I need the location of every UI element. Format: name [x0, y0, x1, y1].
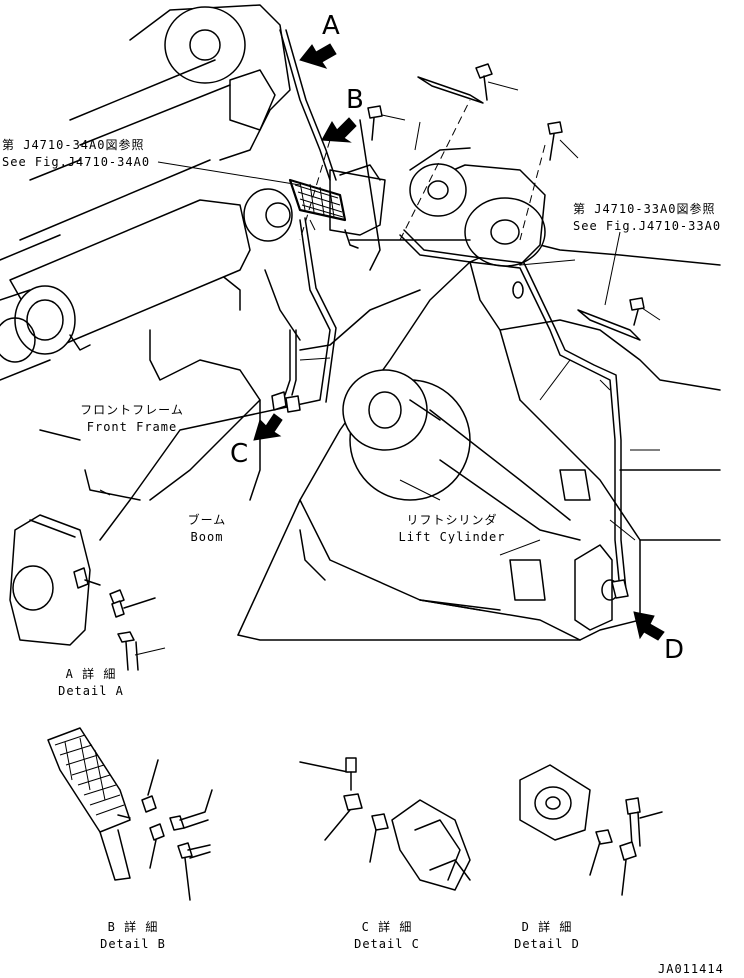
callout-a: A [322, 11, 340, 41]
callout-b: B [346, 85, 364, 115]
detail-b-title-jp: B 詳 細 [107, 920, 159, 934]
hydraulic-hose-routing [99, 29, 627, 591]
dashed-reference-lines [299, 99, 546, 241]
detail-d-title-en: Detail D [514, 937, 580, 951]
ref-fig-33a0-jp: 第 J4710-33A0図参照 [573, 202, 716, 216]
detail-a-title-jp: A 詳 細 [65, 667, 117, 681]
boom-pin-boss [409, 147, 546, 267]
front-frame-outline [0, 4, 421, 501]
ref-fig-34a0-en: See Fig.J4710-34A0 [2, 155, 151, 169]
hose-clamp-bracket [288, 164, 386, 249]
leader-lines [99, 81, 661, 556]
detail-a-title-en: Detail A [58, 684, 124, 698]
detail-c-drawing [299, 757, 471, 891]
arrow-b-icon [321, 117, 357, 143]
detail-b-title-en: Detail B [100, 937, 166, 951]
label-lift-cylinder-jp: リフトシリンダ [406, 513, 498, 527]
clamp-plate-top [417, 76, 641, 341]
arrow-c-icon [253, 413, 283, 441]
label-boom-jp: ブーム [187, 513, 227, 527]
label-front-frame-jp: フロントフレーム [80, 403, 184, 417]
ref-fig-33a0-en: See Fig.J4710-33A0 [573, 219, 722, 233]
arrow-d-icon [633, 611, 665, 641]
detail-c-title-jp: C 詳 細 [361, 920, 413, 934]
drawing-id: JA011414 [658, 962, 724, 976]
callout-d: D [664, 635, 685, 665]
detail-c-title-en: Detail C [354, 937, 420, 951]
arrow-a-icon [299, 43, 337, 69]
detail-d-drawing [519, 764, 663, 896]
detail-d-title-jp: D 詳 細 [521, 920, 573, 934]
label-front-frame-en: Front Frame [86, 420, 178, 434]
boom-outline [237, 239, 721, 641]
pressure-switch-c [271, 391, 301, 413]
ref-fig-34a0-jp: 第 J4710-34A0図参照 [2, 138, 145, 152]
hydraulic-cylinder-left [0, 188, 293, 381]
bolt-fasteners [367, 63, 645, 599]
label-boom-en: Boom [190, 530, 224, 544]
lift-cylinder-body [342, 369, 581, 541]
label-lift-cylinder-en: Lift Cylinder [398, 530, 506, 544]
detail-b-drawing [47, 727, 213, 901]
callout-c: C [230, 439, 249, 469]
detail-a-drawing [9, 514, 166, 671]
